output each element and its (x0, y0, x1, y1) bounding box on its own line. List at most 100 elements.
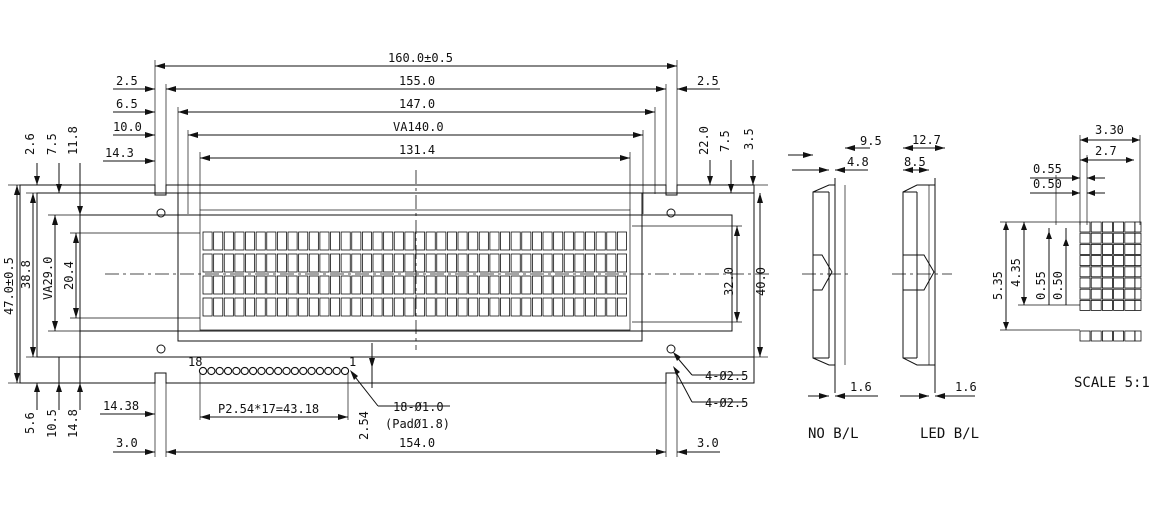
dim-vert-5.6: 5.6 (23, 412, 37, 434)
char-cell (202, 275, 213, 295)
dot-column-side (1134, 221, 1142, 342)
char-cell (340, 231, 351, 251)
detail-scale-label: SCALE 5:1 (1074, 375, 1150, 391)
char-cell (202, 231, 213, 251)
char-cell (202, 297, 213, 317)
dim-vert-2.6: 2.6 (23, 133, 37, 155)
active-area (199, 209, 631, 331)
pin-pad (340, 366, 350, 376)
char-cell (223, 253, 234, 273)
char-cell (531, 253, 542, 273)
char-cell (616, 275, 627, 295)
char-cell (372, 253, 383, 273)
pin-label-last: 18 (188, 355, 202, 369)
char-cell (202, 253, 213, 273)
dim-bottom-left-3.0: 3.0 (116, 436, 138, 450)
side-nobl-dim-4.8: 4.8 (847, 155, 869, 169)
char-cell (404, 297, 415, 317)
char-cell (606, 297, 617, 317)
side-view-led-backlight: 12.7 8.5 1.6 LED B/L (892, 133, 979, 442)
dot (1079, 232, 1091, 244)
char-cell (298, 231, 309, 251)
dot (1113, 277, 1124, 289)
dim-overall-height: 47.0±0.5 (2, 257, 16, 315)
dot (1124, 243, 1136, 255)
char-cell (308, 253, 319, 273)
char-cell (468, 231, 479, 251)
dot (1102, 232, 1113, 244)
cursor-dot (1090, 330, 1102, 342)
bottom-dimensions: 3.0 154.0 3.0 14.38 P2.54*17=43.18 2.54 … (23, 331, 748, 457)
char-cell (383, 231, 394, 251)
dot (1090, 243, 1102, 255)
dot (1079, 299, 1091, 311)
pin-pad (332, 366, 341, 376)
char-cell (446, 253, 457, 273)
bezel-outline (36, 192, 755, 358)
char-cell (542, 253, 553, 273)
dim-width-155: 155.0 (399, 74, 435, 88)
char-cell (595, 231, 606, 251)
dot (1134, 330, 1142, 342)
char-cell (457, 275, 468, 295)
char-cell (563, 231, 574, 251)
char-cell (478, 231, 489, 251)
char-cell (489, 275, 500, 295)
char-cell (266, 231, 277, 251)
char-cell (276, 275, 287, 295)
char-cell (510, 297, 521, 317)
char-cell (319, 275, 330, 295)
char-cell (276, 297, 287, 317)
note-pin-pads: (PadØ1.8) (385, 417, 450, 431)
pin-pad (232, 366, 241, 376)
top-dimensions: 160.0±0.5 155.0 147.0 VA140.0 131.4 2.5 … (103, 51, 720, 214)
char-cell (585, 253, 596, 273)
dot (1090, 255, 1102, 267)
dot (1134, 288, 1142, 300)
pin-pad (265, 366, 274, 376)
char-cell (404, 253, 415, 273)
char-cell (510, 231, 521, 251)
char-cell (521, 253, 532, 273)
char-cell (276, 253, 287, 273)
char-cell (415, 275, 426, 295)
char-cell (340, 275, 351, 295)
char-cell (574, 231, 585, 251)
dot (1113, 266, 1124, 278)
dot (1090, 232, 1102, 244)
char-cell (425, 253, 436, 273)
char-cell (383, 275, 394, 295)
pin-pad (198, 366, 208, 376)
char-cell (478, 253, 489, 273)
char-cell (287, 253, 298, 273)
dot (1102, 243, 1113, 255)
char-cell (393, 231, 404, 251)
pin-pad (307, 366, 316, 376)
dot (1090, 299, 1102, 311)
char-cell (574, 297, 585, 317)
dot (1134, 221, 1142, 233)
dot (1113, 232, 1124, 244)
dot (1113, 243, 1124, 255)
char-cell (319, 297, 330, 317)
dim-pin-pitch: P2.54*17=43.18 (218, 402, 319, 416)
detail-dim-3.30: 3.30 (1095, 123, 1124, 137)
dot-row-bottom (1079, 330, 1136, 342)
char-cell (266, 297, 277, 317)
char-cell (234, 231, 245, 251)
char-cell (255, 275, 266, 295)
pin-pad (215, 366, 224, 376)
dim-vert-10.5: 10.5 (45, 409, 59, 438)
dim-viewing-width: VA140.0 (393, 120, 444, 134)
char-cell (213, 253, 224, 273)
dot (1079, 221, 1091, 233)
dim-vert-11.8: 11.8 (66, 126, 80, 155)
detail-dim-0.50-top: 0.50 (1033, 177, 1062, 191)
char-cell (213, 231, 224, 251)
dot (1090, 277, 1102, 289)
char-cell (223, 231, 234, 251)
char-cell (340, 297, 351, 317)
char-cell (468, 297, 479, 317)
dot (1079, 288, 1091, 300)
dim-bottom-14.38: 14.38 (103, 399, 139, 413)
